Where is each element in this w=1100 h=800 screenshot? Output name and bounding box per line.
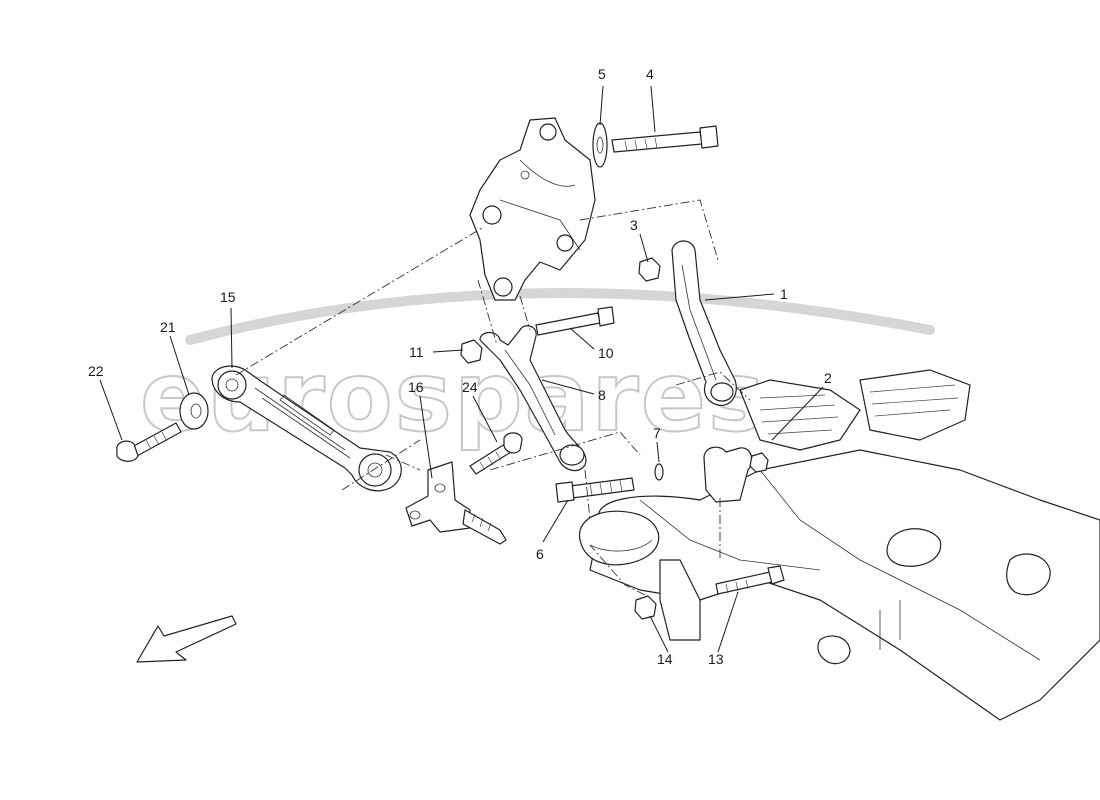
callout-10: 10 [598,345,614,361]
assembly-lines [235,199,751,596]
part-10-bolt [535,306,615,336]
leader-lines [99,85,824,653]
callout-1: 1 [780,286,788,302]
wheel-carrier [469,117,596,301]
arrow-down-left-icon [136,615,237,663]
callout-labels: 1 2 3 4 5 6 7 8 10 11 13 14 15 16 21 22 … [88,66,832,667]
part-24-bolt [469,432,523,475]
callout-2: 2 [824,370,832,386]
callout-21: 21 [160,319,176,335]
part-1-link-arm [671,240,737,406]
part-14-nut [634,595,657,620]
callout-15: 15 [220,289,236,305]
callout-3: 3 [630,217,638,233]
callout-22: 22 [88,363,104,379]
rear-subframe [579,369,1100,721]
callout-14: 14 [657,651,673,667]
part-7-washer [654,463,664,481]
part-21-washer [179,392,209,430]
callout-13: 13 [708,651,724,667]
part-3-nut [638,257,661,282]
part-11-nut [460,339,483,364]
part-4-bolt [611,125,719,153]
part-8-control-arm [479,325,587,472]
callout-7: 7 [653,425,661,441]
part-6-bolt [555,477,635,503]
part-15-tie-rod [211,365,402,492]
part-13-bolt [715,565,785,595]
callout-24: 24 [462,379,478,395]
callout-6: 6 [536,546,544,562]
part-22-bolt [116,422,182,462]
callout-4: 4 [646,66,654,82]
part-2-bracket [703,446,769,503]
part-5-washer [592,122,608,168]
callout-8: 8 [598,387,606,403]
part-16-bracket [405,461,507,545]
callout-11: 11 [409,344,424,360]
callout-16: 16 [408,379,424,395]
callout-5: 5 [598,66,606,82]
